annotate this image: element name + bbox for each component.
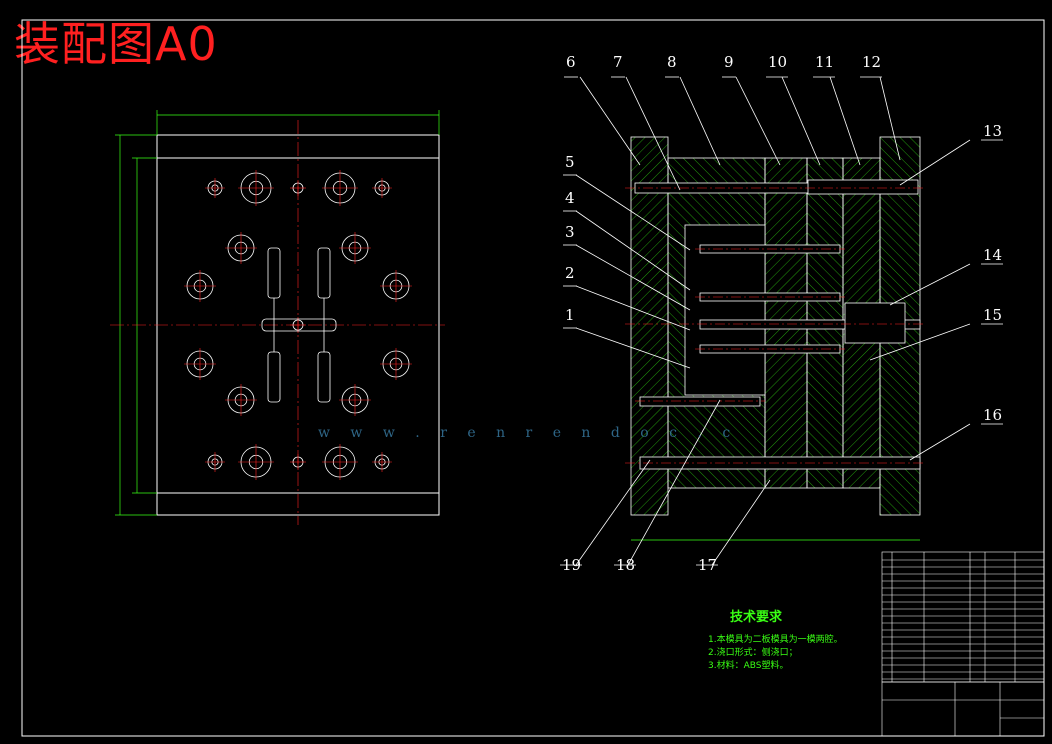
callout-label-4: 4 [565,189,575,207]
callout-label-6: 6 [566,53,576,71]
callout-label-5: 5 [565,153,575,171]
top-view [110,110,445,525]
tech-requirement-3: 3.材料：ABS塑料。 [708,661,789,671]
callout-leader-6 [579,76,641,166]
callout-leader-11 [829,76,861,166]
callout-label-15: 15 [983,306,1002,324]
callout-label-18: 18 [616,556,635,574]
callout-label-9: 9 [724,53,734,71]
title-block [881,551,1045,737]
tech-requirements-heading: 技术要求 [730,610,783,625]
callout-leader-7 [625,76,681,191]
callout-leader-3 [575,244,691,311]
top-view-cavity-runners [261,247,337,403]
top-view-inner-plate [156,157,440,494]
callout-label-2: 2 [565,264,575,282]
callout-label-12: 12 [862,53,881,71]
callout-leader-2 [575,285,691,331]
callout-label-14: 14 [983,246,1002,264]
callout-leader-12 [879,76,901,161]
drawing-title: 装配图A0 [14,17,218,71]
callout-leader-17 [711,479,771,566]
callout-leader-1 [575,327,691,369]
callout-label-17: 17 [698,556,717,574]
callout-leader-13 [899,139,971,186]
callout-leader-19 [575,459,651,566]
callout-leader-10 [781,76,821,166]
tech-requirement-2: 2.浇口形式：侧浇口； [708,648,798,658]
callout-leader-9 [735,76,781,166]
top-view-holes [184,170,412,480]
callout-leader-16 [909,423,971,461]
callout-leader-14 [889,263,971,306]
callout-leader-18 [627,399,721,566]
callout-leader-8 [679,76,721,166]
callout-leaders [560,76,1003,566]
callout-label-1: 1 [565,306,575,324]
callout-label-11: 11 [815,53,834,71]
sheet-border [21,19,1045,737]
callout-label-13: 13 [983,122,1002,140]
top-view-dimensions [115,110,440,516]
callout-label-7: 7 [613,53,623,71]
callout-leader-5 [575,174,691,251]
fixed-clamp-plate [630,136,669,516]
callout-label-19: 19 [562,556,581,574]
callout-leader-15 [869,323,971,361]
callout-label-16: 16 [983,406,1002,424]
tech-requirement-1: 1.本模具为二板模具为一模两腔。 [708,635,843,645]
callout-label-8: 8 [667,53,677,71]
callout-label-10: 10 [768,53,787,71]
callout-leader-4 [575,210,691,291]
top-view-centerlines [110,120,445,525]
callout-label-3: 3 [565,223,575,241]
watermark-text: w w w . r e n r e n d o c . c [318,425,739,441]
